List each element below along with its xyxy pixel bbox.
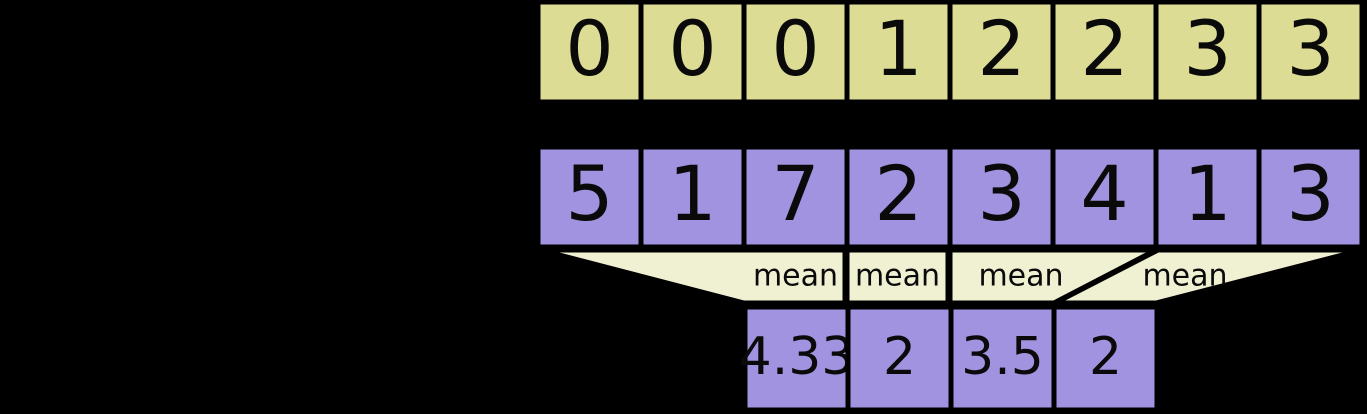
segment-id-value: 3 <box>1183 4 1231 93</box>
value-cell-text: 3 <box>1286 149 1334 238</box>
result-cell: 3.5 <box>948 304 1057 413</box>
value-cell: 3 <box>947 144 1056 250</box>
segment-id-cell: 2 <box>947 0 1056 105</box>
mean-label: mean <box>978 259 1063 294</box>
value-cell: 3 <box>1256 144 1365 250</box>
value-cell: 7 <box>741 144 850 250</box>
mean-funnel: mean <box>539 247 848 306</box>
segment-id-value: 0 <box>771 4 819 93</box>
value-cell-text: 7 <box>771 149 819 238</box>
segment-id-cell: 2 <box>1050 0 1159 105</box>
value-cell-text: 4 <box>1080 149 1128 238</box>
segment-ids-row: 0 0 0 1 2 2 3 <box>535 0 1365 105</box>
value-cell-text: 3 <box>977 149 1025 238</box>
segment-id-value: 2 <box>1080 4 1128 93</box>
segment-id-cell: 3 <box>1153 0 1262 105</box>
segment-id-cell: 1 <box>844 0 953 105</box>
value-cell: 4 <box>1050 144 1159 250</box>
result-cell-text: 3.5 <box>961 327 1044 387</box>
result-cell: 2 <box>1051 304 1160 413</box>
result-cell-text: 2 <box>1089 327 1122 387</box>
segment-id-cell: 0 <box>741 0 850 105</box>
segment-id-value: 1 <box>874 4 922 93</box>
value-cell-text: 1 <box>1183 149 1231 238</box>
mean-funnel: mean <box>1053 247 1363 306</box>
value-cell-text: 1 <box>668 149 716 238</box>
value-cell: 1 <box>1153 144 1262 250</box>
value-cell: 1 <box>638 144 747 250</box>
mean-label: mean <box>753 259 838 294</box>
segment-id-value: 2 <box>977 4 1025 93</box>
result-cell: 4.33 <box>739 304 855 413</box>
mean-funnel: mean <box>844 247 951 306</box>
mean-operations: mean mean mean mean <box>539 247 1363 306</box>
values-row: 5 1 7 2 3 4 1 <box>535 144 1365 250</box>
result-cell: 2 <box>845 304 954 413</box>
result-cell-text: 2 <box>883 327 916 387</box>
segment-id-cell: 3 <box>1256 0 1365 105</box>
value-cell-text: 5 <box>565 149 613 238</box>
mean-label: mean <box>855 259 940 294</box>
segment-id-cell: 0 <box>638 0 747 105</box>
segment-id-cell: 0 <box>535 0 644 105</box>
segment-id-value: 0 <box>668 4 716 93</box>
pooled-results-row: 4.33 2 3.5 2 <box>739 304 1160 413</box>
mean-funnel: mean <box>947 247 1158 306</box>
segment-id-value: 0 <box>565 4 613 93</box>
mean-label: mean <box>1142 259 1227 294</box>
value-cell: 2 <box>844 144 953 250</box>
value-cell-text: 2 <box>874 149 922 238</box>
value-cell: 5 <box>535 144 644 250</box>
segment-id-value: 3 <box>1286 4 1334 93</box>
result-cell-text: 4.33 <box>739 327 855 387</box>
